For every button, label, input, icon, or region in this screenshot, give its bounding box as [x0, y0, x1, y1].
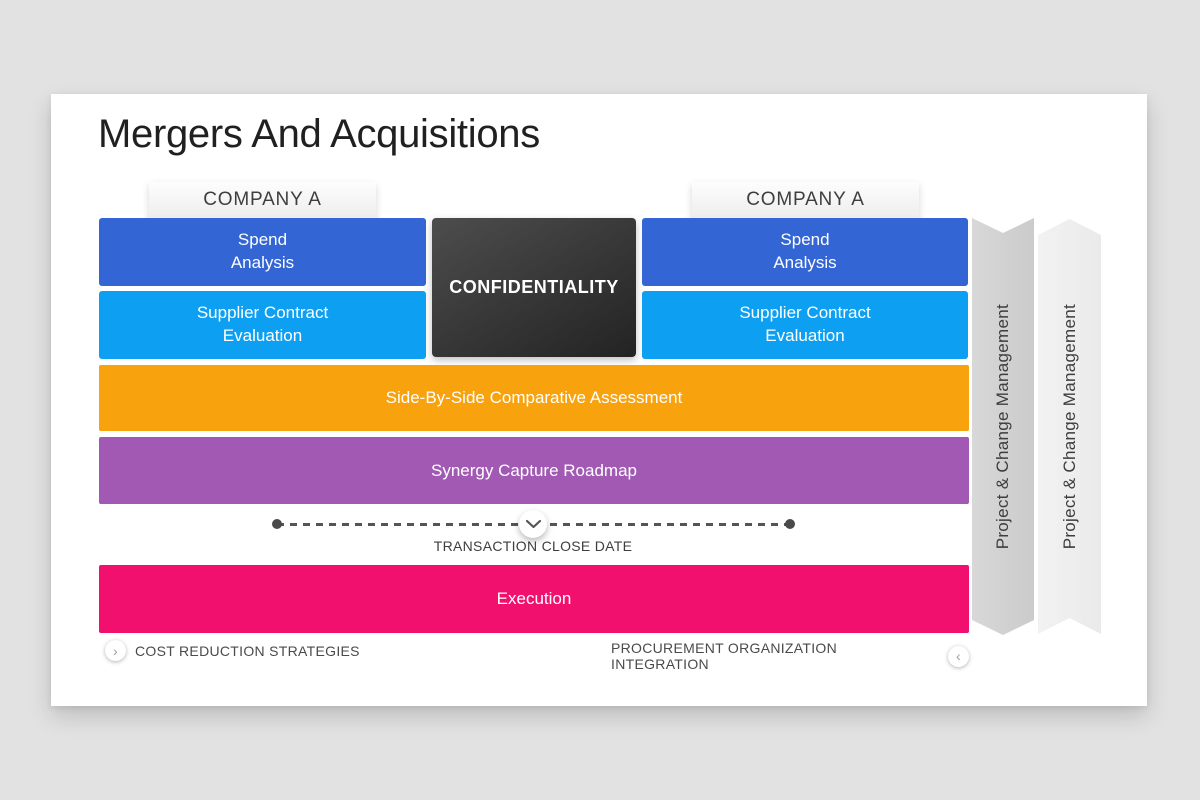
execution-label: Execution [496, 589, 572, 608]
change-management-ribbon-2-label: Project & Change Management [1059, 303, 1079, 550]
comparative-assessment-label: Side-By-Side Comparative Assessment [385, 388, 683, 407]
chevron-left-glyph: ‹ [956, 648, 961, 664]
timeline-marker [519, 510, 547, 538]
chevron-left-icon: ‹ [948, 645, 969, 667]
chevron-right-icon: › [105, 640, 126, 661]
spend-analysis-label-left: Spend Analysis [230, 230, 295, 272]
confidentiality-box: CONFIDENTIALITY [432, 218, 636, 357]
supplier-contract-box-right: Supplier Contract Evaluation [642, 291, 968, 359]
slide: Mergers And Acquisitions COMPANY A COMPA… [51, 94, 1147, 706]
transaction-close-date-label: TRANSACTION CLOSE DATE [433, 538, 633, 554]
synergy-roadmap-bar: Synergy Capture Roadmap [99, 437, 969, 504]
execution-bar: Execution [99, 565, 969, 633]
company-a-tab-right-label: COMPANY A [746, 189, 865, 210]
chevron-right-glyph: › [113, 642, 118, 659]
company-a-tab-left-label: COMPANY A [203, 189, 322, 210]
supplier-contract-label-left: Supplier Contract Evaluation [196, 303, 329, 345]
supplier-contract-box-left: Supplier Contract Evaluation [99, 291, 426, 359]
change-management-ribbon-1-label: Project & Change Management [993, 303, 1012, 550]
cost-reduction-strategies-item: › COST REDUCTION STRATEGIES [105, 640, 360, 661]
confidentiality-label: CONFIDENTIALITY [449, 277, 619, 297]
procurement-integration-item: PROCUREMENT ORGANIZATION INTEGRATION ‹ [611, 640, 969, 672]
procurement-integration-label: PROCUREMENT ORGANIZATION INTEGRATION [611, 640, 838, 672]
supplier-contract-label-right: Supplier Contract Evaluation [739, 303, 871, 345]
slide-title: Mergers And Acquisitions [98, 112, 540, 156]
change-management-ribbon-2: Project & Change Management [1038, 219, 1101, 634]
chevron-down-icon [525, 519, 541, 529]
spend-analysis-box-left: Spend Analysis [99, 218, 426, 286]
timeline-start-dot [272, 519, 282, 529]
spend-analysis-box-right: Spend Analysis [642, 218, 968, 286]
synergy-roadmap-label: Synergy Capture Roadmap [430, 460, 637, 480]
spend-analysis-label-right: Spend Analysis [773, 230, 837, 272]
timeline-end-dot [785, 519, 795, 529]
cost-reduction-strategies-label: COST REDUCTION STRATEGIES [135, 642, 360, 659]
comparative-assessment-bar: Side-By-Side Comparative Assessment [99, 365, 969, 431]
change-management-ribbon-1: Project & Change Management [972, 218, 1034, 635]
